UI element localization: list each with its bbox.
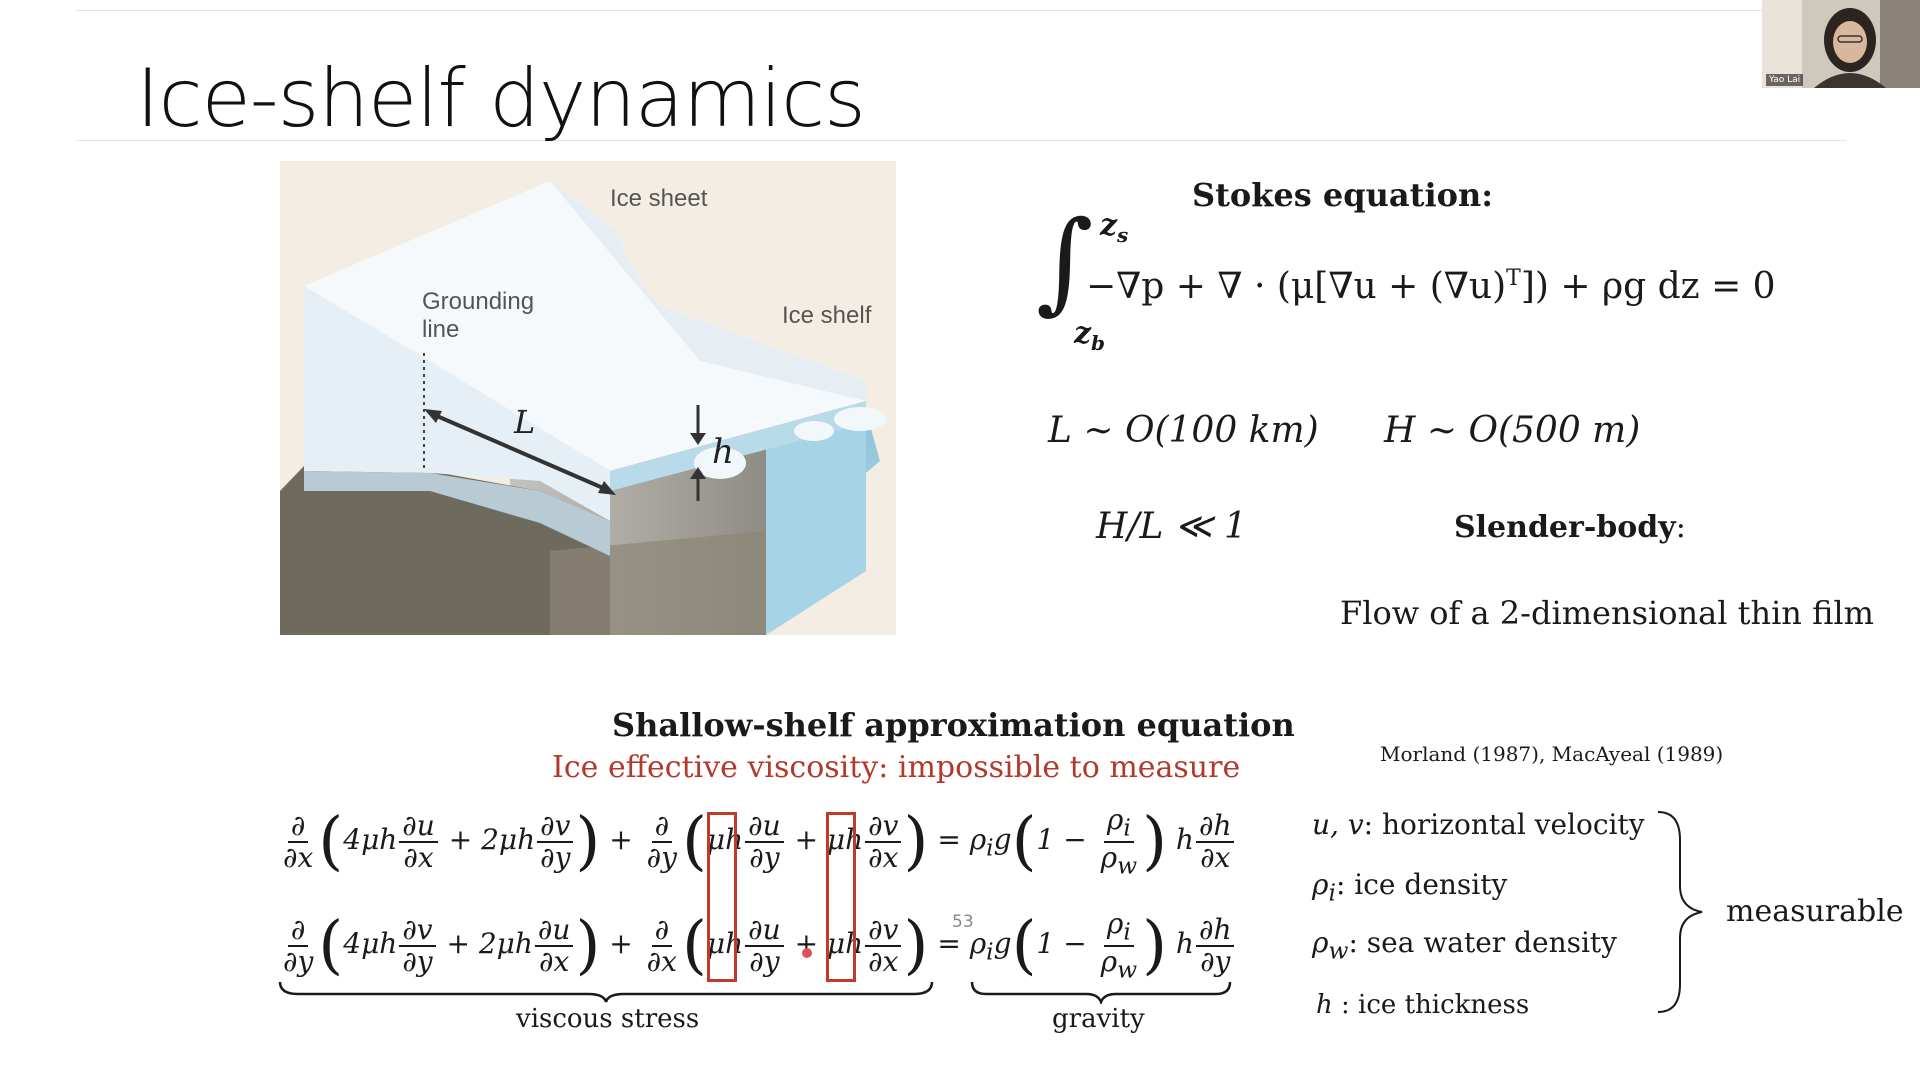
grounding-line-label-2: line	[422, 316, 459, 343]
legend-symbol: h	[1316, 990, 1333, 1020]
webcam-thumbnail[interactable]: Yao Lai	[1762, 0, 1920, 88]
viscous-stress-label: viscous stress	[516, 1004, 700, 1034]
legend-item-thickness: h : ice thickness	[1316, 990, 1530, 1020]
viscosity-note: Ice effective viscosity: impossible to m…	[552, 750, 1241, 785]
legend-description: ice density	[1354, 868, 1508, 901]
viscosity-highlight-box-2	[826, 812, 856, 982]
viscous-stress-brace	[278, 981, 934, 1003]
thickness-label: h	[712, 432, 734, 472]
legend-description: ice thickness	[1358, 990, 1530, 1020]
slender-body-label: Slender-body:	[1454, 510, 1686, 545]
ice-shelf-diagram: Ice sheet Grounding line Ice shelf L h	[280, 161, 896, 635]
legend-symbol: u, v	[1312, 808, 1364, 841]
legend-description: sea water density	[1366, 926, 1618, 959]
slender-body-text: Slender-body	[1454, 510, 1676, 545]
gravity-label: gravity	[1052, 1004, 1145, 1034]
integral-upper-sub: s	[1117, 223, 1129, 247]
integral-lower-limit: z	[1074, 316, 1092, 351]
legend-symbol: ρ	[1312, 926, 1329, 959]
ssa-equation-row-2: ∂∂y(4μh∂v∂y + 2μh∂u∂x) + ∂∂x(μh∂u∂y + μh…	[278, 904, 1236, 984]
citation: Morland (1987), MacAyeal (1989)	[1380, 742, 1724, 766]
slide-title: Ice-shelf dynamics	[136, 52, 866, 145]
legend-description: horizontal velocity	[1382, 808, 1645, 841]
legend-subscript: w	[1328, 936, 1349, 965]
stokes-body: −∇p + ∇ · (μ[∇u + (∇u)	[1086, 266, 1507, 307]
legend-item-ice-density: ρi: ice density	[1312, 868, 1508, 907]
aspect-ratio: H/L ≪ 1	[1096, 506, 1247, 547]
integral-sign: ∫	[1036, 197, 1094, 325]
legend-subscript: i	[1328, 878, 1336, 907]
slender-body-colon: :	[1675, 510, 1686, 545]
viscosity-highlight-box-1	[707, 812, 737, 982]
grounding-line-label: Grounding	[422, 288, 534, 315]
length-scale: L ∼ O(100 km)	[1048, 410, 1319, 451]
legend-item-velocity: u, v: horizontal velocity	[1312, 808, 1645, 841]
stokes-equation: ∫ zs zb −∇p + ∇ · (μ[∇u + (∇u)T]) + ρg d…	[1036, 206, 1796, 355]
ice-shelf-label: Ice shelf	[782, 302, 872, 329]
participant-name: Yao Lai	[1766, 74, 1804, 86]
participant-video	[1762, 0, 1920, 88]
thickness-scale: H ∼ O(500 m)	[1384, 410, 1641, 451]
length-label: L	[513, 403, 535, 441]
measurable-label: measurable	[1726, 894, 1904, 929]
stokes-transpose: T	[1506, 266, 1521, 291]
integral-upper-limit: z	[1100, 208, 1118, 243]
stokes-heading: Stokes equation:	[1192, 176, 1494, 214]
legend-item-water-density: ρw: sea water density	[1312, 926, 1618, 965]
page-number: 53	[952, 912, 974, 932]
ssa-equation-row-1: ∂∂x(4μh∂u∂x + 2μh∂v∂y) + ∂∂y(μh∂u∂y + μh…	[278, 800, 1236, 880]
measurable-brace	[1657, 811, 1703, 1013]
integral-lower-sub: b	[1091, 331, 1106, 355]
ssa-heading: Shallow-shelf approximation equation	[612, 706, 1295, 744]
title-rule	[76, 140, 1846, 141]
thin-film-description: Flow of a 2-dimensional thin film	[1340, 594, 1874, 632]
top-rule	[76, 10, 1764, 11]
laser-pointer-dot	[802, 948, 812, 958]
legend-symbol: ρ	[1312, 868, 1329, 901]
ice-sheet-label: Ice sheet	[610, 185, 708, 212]
stokes-tail: ]) + ρg dz = 0	[1520, 266, 1776, 307]
gravity-brace	[970, 981, 1232, 1004]
